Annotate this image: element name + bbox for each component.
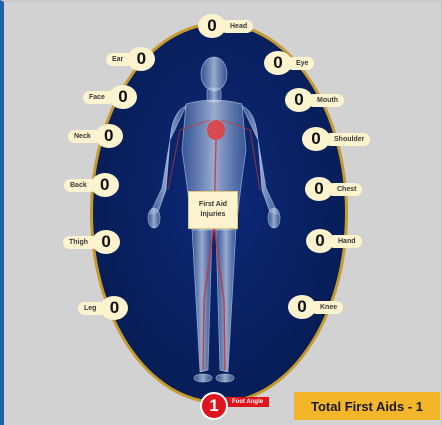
injury-head-count: 0 (198, 14, 226, 38)
injury-chest-count: 0 (305, 177, 333, 201)
injury-shoulder-label: Shoulder (324, 133, 370, 146)
injury-chest[interactable]: 0 Chest (305, 177, 362, 201)
center-label-line1: First Aid (199, 200, 227, 210)
injury-foot-ankle-count: 1 (200, 392, 228, 420)
injury-ear[interactable]: Ear 0 (106, 47, 155, 71)
injury-neck-count: 0 (95, 124, 123, 148)
injury-shoulder[interactable]: 0 Shoulder (302, 127, 370, 151)
injury-hand[interactable]: 0 Hand (306, 229, 362, 253)
total-first-aids-badge: Total First Aids - 1 (294, 392, 440, 420)
injury-mouth-count: 0 (285, 88, 313, 112)
first-aid-injuries-label: First Aid Injuries (188, 191, 238, 229)
injury-face-count: 0 (109, 85, 137, 109)
injury-hand-count: 0 (306, 229, 334, 253)
center-label-line2: Injuries (201, 210, 226, 220)
injury-head[interactable]: 0 Head (198, 14, 253, 38)
injury-leg[interactable]: Leg 0 (78, 296, 128, 320)
injury-ear-count: 0 (127, 47, 155, 71)
injury-knee[interactable]: 0 Knee (288, 295, 343, 319)
injury-thigh-count: 0 (92, 230, 120, 254)
injury-thigh[interactable]: Thigh 0 (63, 230, 120, 254)
injury-leg-count: 0 (100, 296, 128, 320)
injury-back-count: 0 (91, 173, 119, 197)
injury-eye-count: 0 (264, 51, 292, 75)
injury-eye[interactable]: 0 Eye (264, 51, 314, 75)
injury-shoulder-count: 0 (302, 127, 330, 151)
injury-foot-ankle-label: Foot Angle (222, 397, 269, 407)
injury-neck[interactable]: Neck 0 (68, 124, 123, 148)
injury-knee-count: 0 (288, 295, 316, 319)
injury-foot-ankle[interactable]: 1 Foot Angle (200, 392, 269, 420)
injury-back[interactable]: Back 0 (64, 173, 119, 197)
injury-mouth[interactable]: 0 Mouth (285, 88, 344, 112)
injury-face[interactable]: Face 0 (83, 85, 137, 109)
